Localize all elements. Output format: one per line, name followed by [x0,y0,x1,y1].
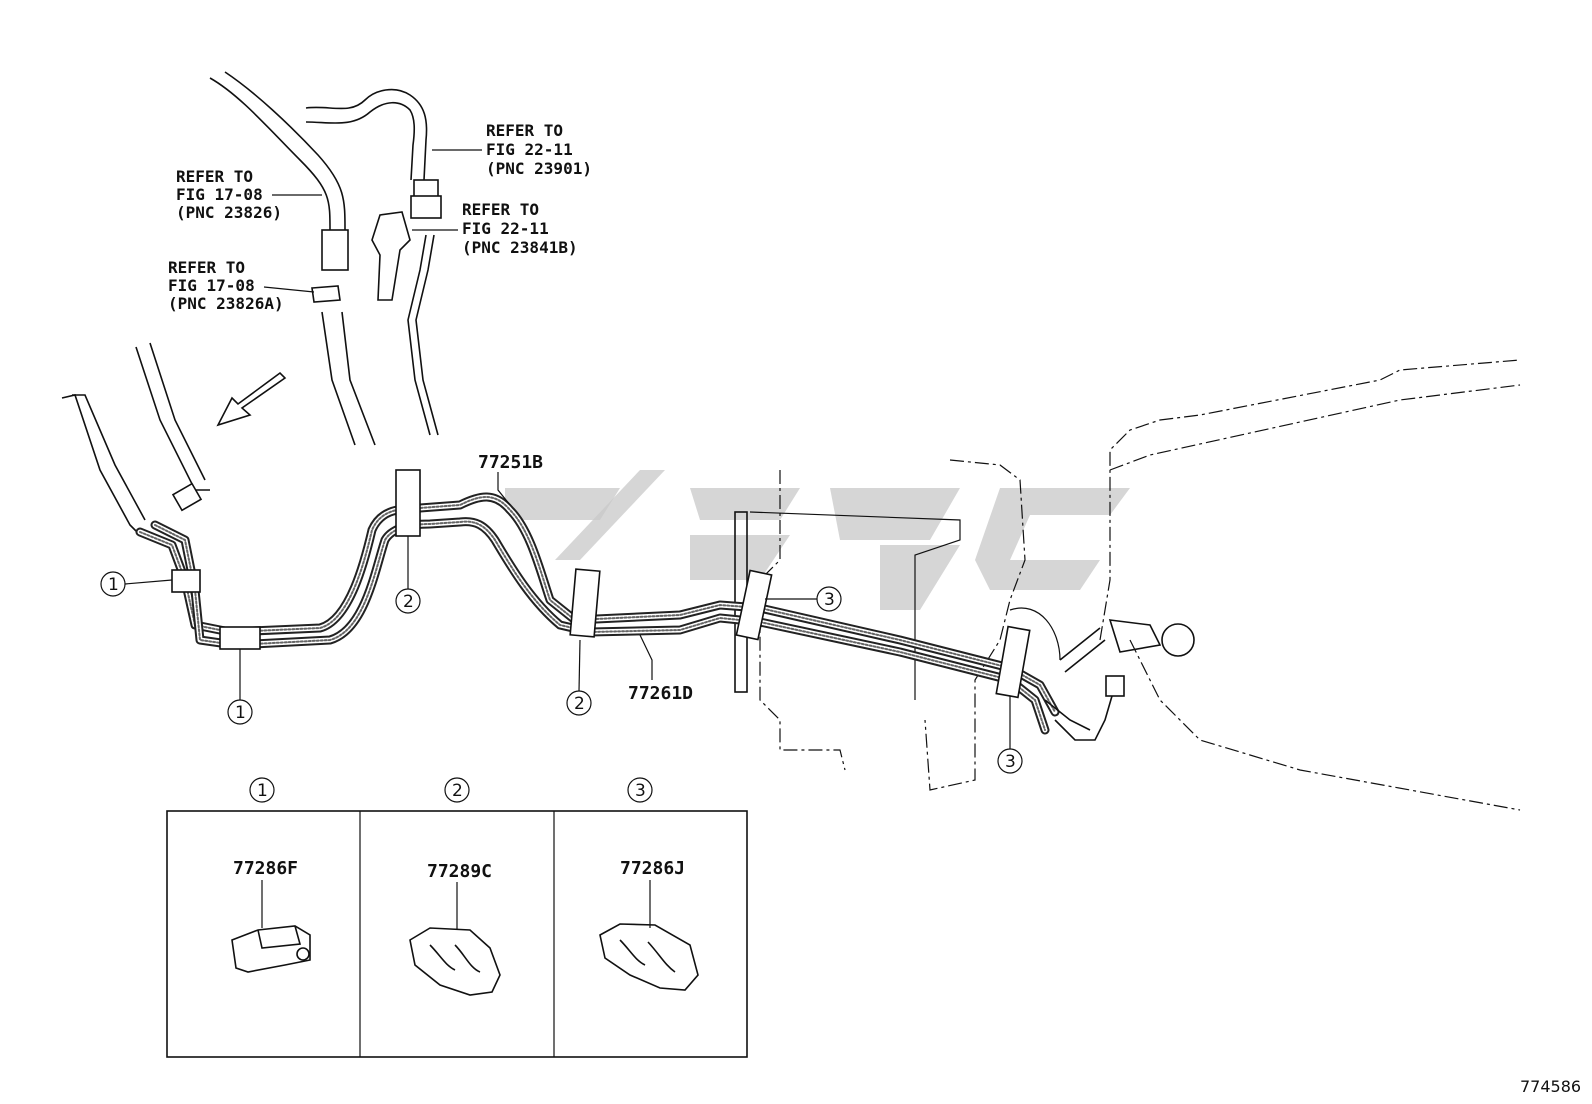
svg-text:2: 2 [574,694,585,714]
svg-text:2: 2 [403,592,414,612]
svg-text:FIG 17-08: FIG 17-08 [168,276,255,295]
svg-text:1: 1 [235,703,246,723]
svg-text:FIG 22-11: FIG 22-11 [462,219,549,238]
svg-text:FIG 17-08: FIG 17-08 [176,185,263,204]
clamp-1a [171,569,201,593]
left-hose [61,342,210,536]
svg-text:(PNC 23826A): (PNC 23826A) [168,294,284,313]
svg-text:FIG 22-11: FIG 22-11 [486,140,573,159]
line-clamps [171,469,1031,699]
svg-text:77251B: 77251B [478,452,543,473]
watermark-logo [505,470,1130,610]
clamp-legend-table: 1 2 3 77286F 77289C 77286J [166,777,748,1058]
clamp-2b [569,568,601,638]
reference-label-23826: REFER TO FIG 17-08 (PNC 23826) [176,167,322,222]
legend-item-77289c: 77289C [409,861,501,996]
reference-label-23826a: REFER TO FIG 17-08 (PNC 23826A) [168,258,315,313]
svg-text:77289C: 77289C [427,861,492,882]
callout-1-left: 1 [100,571,173,597]
svg-text:(PNC 23841B): (PNC 23841B) [462,238,578,257]
svg-text:REFER TO: REFER TO [486,121,563,140]
svg-text:77286J: 77286J [620,858,685,879]
legend-header-2: 2 [444,777,470,803]
reference-label-23841b: REFER TO FIG 22-11 (PNC 23841B) [412,200,578,257]
callout-2-first: 2 [395,536,421,614]
svg-text:3: 3 [824,590,835,610]
legend-header-1: 1 [249,777,275,803]
svg-text:2: 2 [452,781,463,801]
svg-text:77286F: 77286F [233,858,298,879]
callout-2-second: 2 [566,639,592,716]
svg-text:1: 1 [257,781,268,801]
callout-3-second: 3 [997,696,1023,774]
part-label-lower-line: 77261D [628,634,693,704]
svg-text:1: 1 [108,575,119,595]
direction-arrow-icon [216,371,287,427]
svg-text:77261D: 77261D [628,683,693,704]
fuel-line-upper [135,492,1060,717]
clamp-2a [395,469,421,537]
reference-label-23901: REFER TO FIG 22-11 (PNC 23901) [432,121,592,178]
clamp-1b [219,626,261,650]
filler-hose [209,71,376,446]
diagram-id: 774586 [1520,1077,1581,1096]
svg-text:3: 3 [1005,752,1016,772]
vehicle-frame-outline [734,359,1521,811]
clamp-3a [735,569,773,641]
legend-item-77286j: 77286J [599,858,699,991]
svg-text:(PNC 23826): (PNC 23826) [176,203,282,222]
svg-text:3: 3 [635,781,646,801]
callout-3-first: 3 [765,586,842,612]
svg-text:REFER TO: REFER TO [168,258,245,277]
callout-1-bottom: 1 [227,649,253,725]
vent-hose [305,88,442,436]
svg-text:REFER TO: REFER TO [176,167,253,186]
svg-text:(PNC 23901): (PNC 23901) [486,159,592,178]
legend-header-3: 3 [627,777,653,803]
svg-text:REFER TO: REFER TO [462,200,539,219]
fuel-line-lower [150,517,1091,735]
clamp-3b [995,625,1031,699]
part-label-upper-line: 77251B [478,452,543,506]
legend-item-77286f: 77286F [231,858,311,973]
